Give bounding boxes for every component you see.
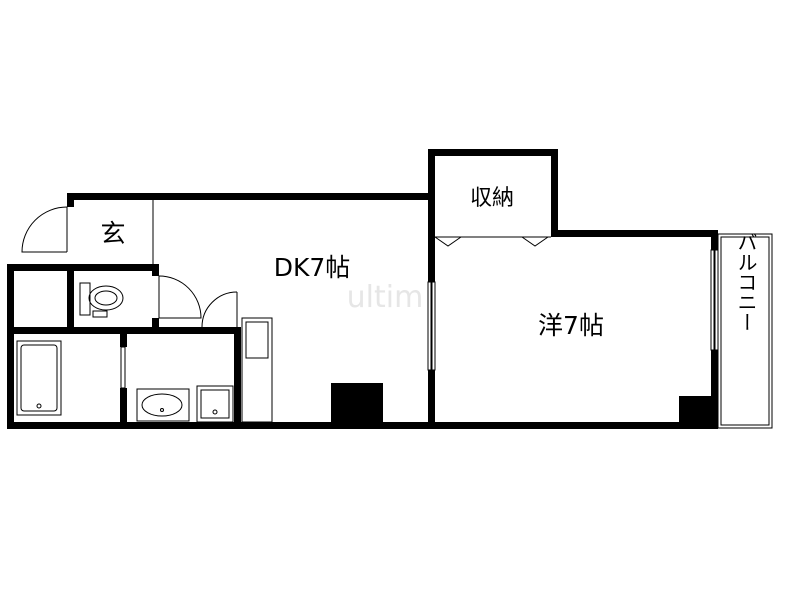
room-label-storage: 収納 [470, 186, 514, 211]
room-label-entrance: 玄 [100, 219, 125, 248]
kitchen-counter-icon [241, 317, 273, 423]
fixtures [16, 282, 273, 423]
column-western [679, 396, 717, 428]
toilet-icon [79, 282, 124, 318]
room-label-balcony: バルコニー [734, 232, 758, 332]
room-label-western-room: 洋7帖 [538, 311, 604, 340]
bathtub-icon [16, 340, 62, 416]
washing-machine-icon [196, 385, 234, 423]
watermark: ultim [347, 280, 424, 315]
doors [21, 200, 719, 389]
washbasin-icon [136, 388, 190, 422]
column-dk [331, 383, 383, 427]
room-label-dining-kitchen: DK7帖 [274, 253, 351, 282]
walls [7, 149, 718, 429]
